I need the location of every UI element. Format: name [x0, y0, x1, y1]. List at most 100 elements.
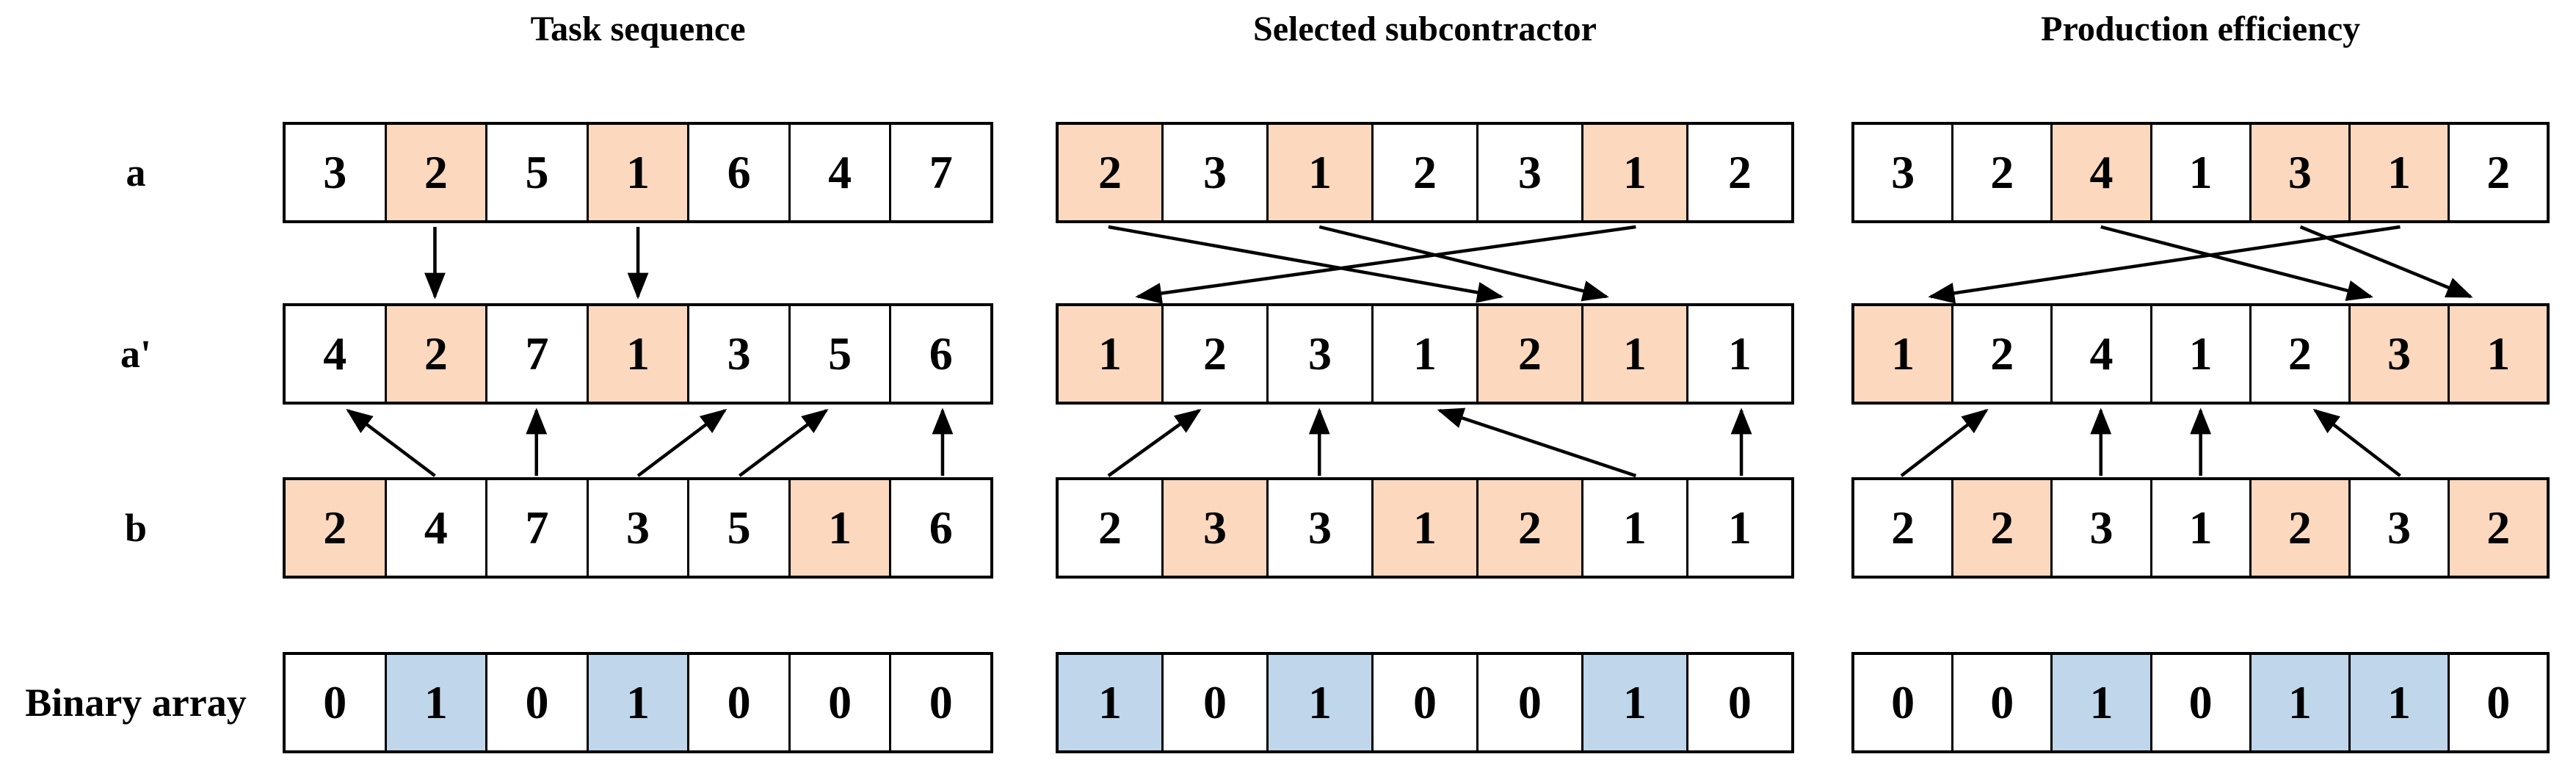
array-cell: 1 — [1371, 480, 1476, 576]
array-cell: 0 — [286, 655, 385, 750]
array-cell: 2 — [1371, 125, 1476, 220]
row-label-a-prime: a' — [120, 332, 151, 376]
array-cell: 0 — [1476, 655, 1581, 750]
array-cell: 2 — [384, 306, 486, 402]
array-cell: 7 — [485, 306, 587, 402]
array-cell: 5 — [687, 480, 788, 576]
array-cell: 2 — [1161, 306, 1266, 402]
mapping-arrow — [1107, 408, 1202, 477]
array-cell: 4 — [384, 480, 486, 576]
array-cell: 3 — [1161, 480, 1266, 576]
array-cell: 7 — [485, 480, 587, 576]
array-cell: 3 — [2249, 125, 2348, 220]
row-label-binary-array: Binary array — [25, 681, 247, 725]
array-cell: 2 — [2249, 480, 2348, 576]
array-cell: 4 — [788, 125, 890, 220]
mapping-arrow — [346, 408, 436, 477]
array-cell: 1 — [1581, 306, 1686, 402]
mapping-arrow — [636, 408, 728, 477]
array-cell: 0 — [1686, 655, 1791, 750]
mapping-arrow — [2100, 225, 2373, 301]
array-cell: 3 — [286, 125, 385, 220]
array-cell: 1 — [1581, 655, 1686, 750]
array-cell: 4 — [2050, 125, 2150, 220]
array-cell: 2 — [1476, 480, 1581, 576]
array-cell: 6 — [889, 480, 991, 576]
mapping-arrow — [1928, 225, 2401, 304]
array-cell: 2 — [1854, 480, 1952, 576]
array-cell: 1 — [2348, 125, 2448, 220]
array-cell: 3 — [1476, 125, 1581, 220]
panel-title: Task sequence — [530, 10, 746, 48]
array-cell: 1 — [1686, 306, 1791, 402]
array-cell: 1 — [2149, 125, 2249, 220]
array-cell: 1 — [384, 655, 486, 750]
mapping-arrow — [2312, 408, 2401, 477]
array-cell: 1 — [2149, 480, 2249, 576]
array-cell: 0 — [889, 655, 991, 750]
panel-title: Production efficiency — [2041, 10, 2361, 48]
mapping-arrow — [738, 408, 829, 477]
array-cell: 0 — [788, 655, 890, 750]
array-cell: 3 — [1266, 306, 1371, 402]
array-cell: 6 — [889, 306, 991, 402]
array-cell: 3 — [2050, 480, 2150, 576]
array-cell: 2 — [2448, 480, 2547, 576]
array-cell: 0 — [1371, 655, 1476, 750]
array-cell: 3 — [586, 480, 688, 576]
array-cell: 2 — [1686, 125, 1791, 220]
array-cell: 0 — [485, 655, 587, 750]
array-cell: 2 — [1476, 306, 1581, 402]
array-cell: 0 — [1161, 655, 1266, 750]
array-cell: 1 — [2050, 655, 2150, 750]
array-cell: 3 — [1161, 125, 1266, 220]
array-cell: 2 — [2249, 306, 2348, 402]
array-cell: 1 — [586, 655, 688, 750]
array-cell: 1 — [1581, 480, 1686, 576]
array-cell: 0 — [2448, 655, 2547, 750]
array-cell: 1 — [2149, 306, 2249, 402]
array-cell: 2 — [1059, 125, 1161, 220]
array-cell: 4 — [286, 306, 385, 402]
array-cell: 3 — [2348, 480, 2448, 576]
array-cell: 2 — [1951, 480, 2051, 576]
array-cell: 1 — [1581, 125, 1686, 220]
array-cell: 4 — [2050, 306, 2150, 402]
array-cell: 1 — [2448, 306, 2547, 402]
array-cell: 0 — [687, 655, 788, 750]
array-cell: 2 — [286, 480, 385, 576]
row-label-b: b — [124, 506, 148, 550]
array-cell: 2 — [1951, 306, 2051, 402]
array-cell: 1 — [788, 480, 890, 576]
array-cell: 2 — [1059, 480, 1161, 576]
array-cell: 0 — [2149, 655, 2249, 750]
array-cell: 3 — [2348, 306, 2448, 402]
array-cell: 2 — [384, 125, 486, 220]
row-label-a: a — [126, 151, 146, 195]
array-cell: 2 — [1951, 125, 2051, 220]
mapping-arrow — [1318, 225, 1609, 302]
array-cell: 1 — [1266, 655, 1371, 750]
array-cell: 0 — [1854, 655, 1952, 750]
array-cell: 1 — [2249, 655, 2348, 750]
array-cell: 1 — [1059, 306, 1161, 402]
array-cell: 1 — [1371, 306, 1476, 402]
array-cell: 5 — [788, 306, 890, 402]
mapping-arrow — [1900, 408, 1989, 477]
array-cell: 1 — [1686, 480, 1791, 576]
array-cell: 3 — [1854, 125, 1952, 220]
array-cell: 1 — [586, 306, 688, 402]
